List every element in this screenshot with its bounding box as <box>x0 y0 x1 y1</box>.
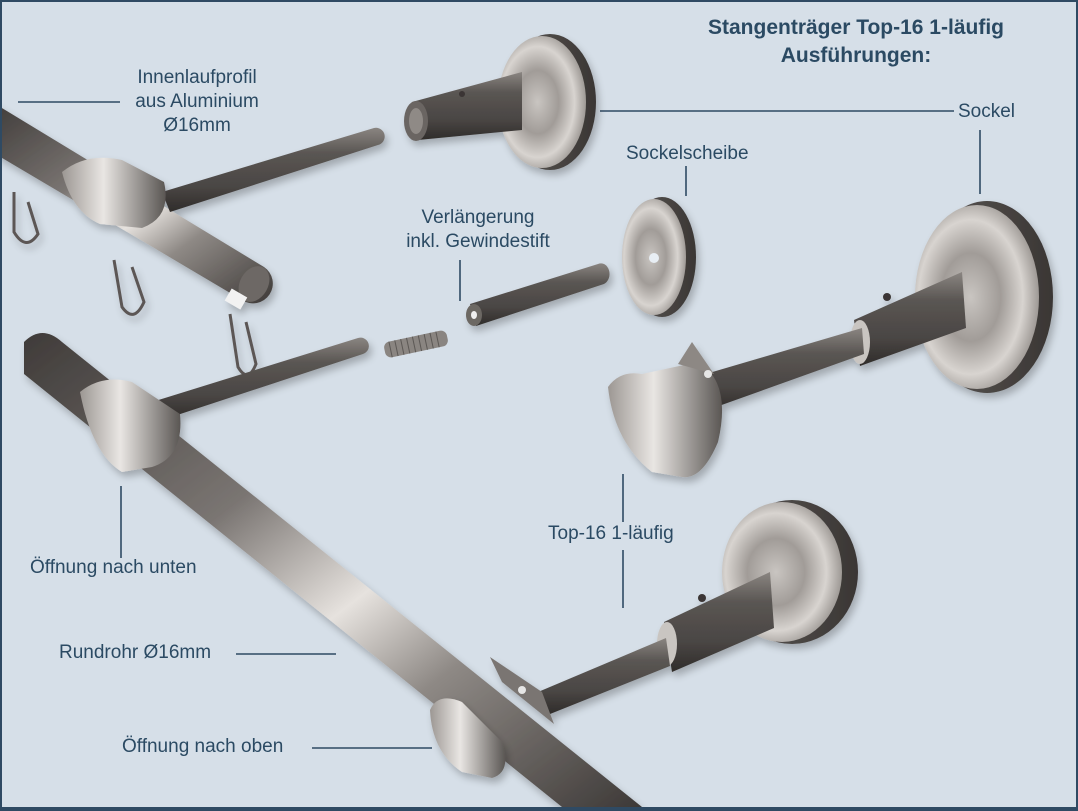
title-line-1: Stangenträger Top-16 1-läufig <box>708 16 1004 39</box>
label-innenlaufprofil-line3: Ø16mm <box>163 115 231 136</box>
label-sockel: Sockel <box>958 101 1016 122</box>
innenlaufprofil-rail <box>2 108 385 377</box>
label-innenlaufprofil-line2: aus Aluminium <box>135 91 259 112</box>
title-line-2: Ausführungen: <box>780 44 932 67</box>
label-verlaengerung: Verlängerung inkl. Gewindestift <box>388 206 568 254</box>
label-sockelscheibe: Sockelscheibe <box>626 143 749 164</box>
sockel-bracket-lower <box>430 500 858 778</box>
label-top16: Top-16 1-läufig <box>548 523 674 544</box>
label-verlaengerung-line1: Verlängerung <box>421 207 535 228</box>
verlaengerung-tube <box>466 263 610 326</box>
leader-lines <box>18 101 981 749</box>
label-rundrohr: Rundrohr Ø16mm <box>59 642 212 663</box>
rundrohr-rod <box>24 333 642 807</box>
label-oeffnung-oben: Öffnung nach oben <box>122 736 284 757</box>
sockel-exploded <box>404 34 596 170</box>
sockelscheibe-disc <box>622 197 696 317</box>
label-innenlaufprofil-line1: Innenlaufprofil <box>137 67 257 88</box>
label-verlaengerung-line2: inkl. Gewindestift <box>406 231 550 252</box>
label-innenlaufprofil: Innenlaufprofil aus Aluminium Ø16mm <box>122 66 272 138</box>
sockel-bracket-upper <box>608 201 1053 478</box>
label-oeffnung-unten: Öffnung nach unten <box>30 557 197 578</box>
diagram-title: Stangenträger Top-16 1-läufig Ausführung… <box>676 14 1036 70</box>
gewindestift <box>384 330 448 358</box>
